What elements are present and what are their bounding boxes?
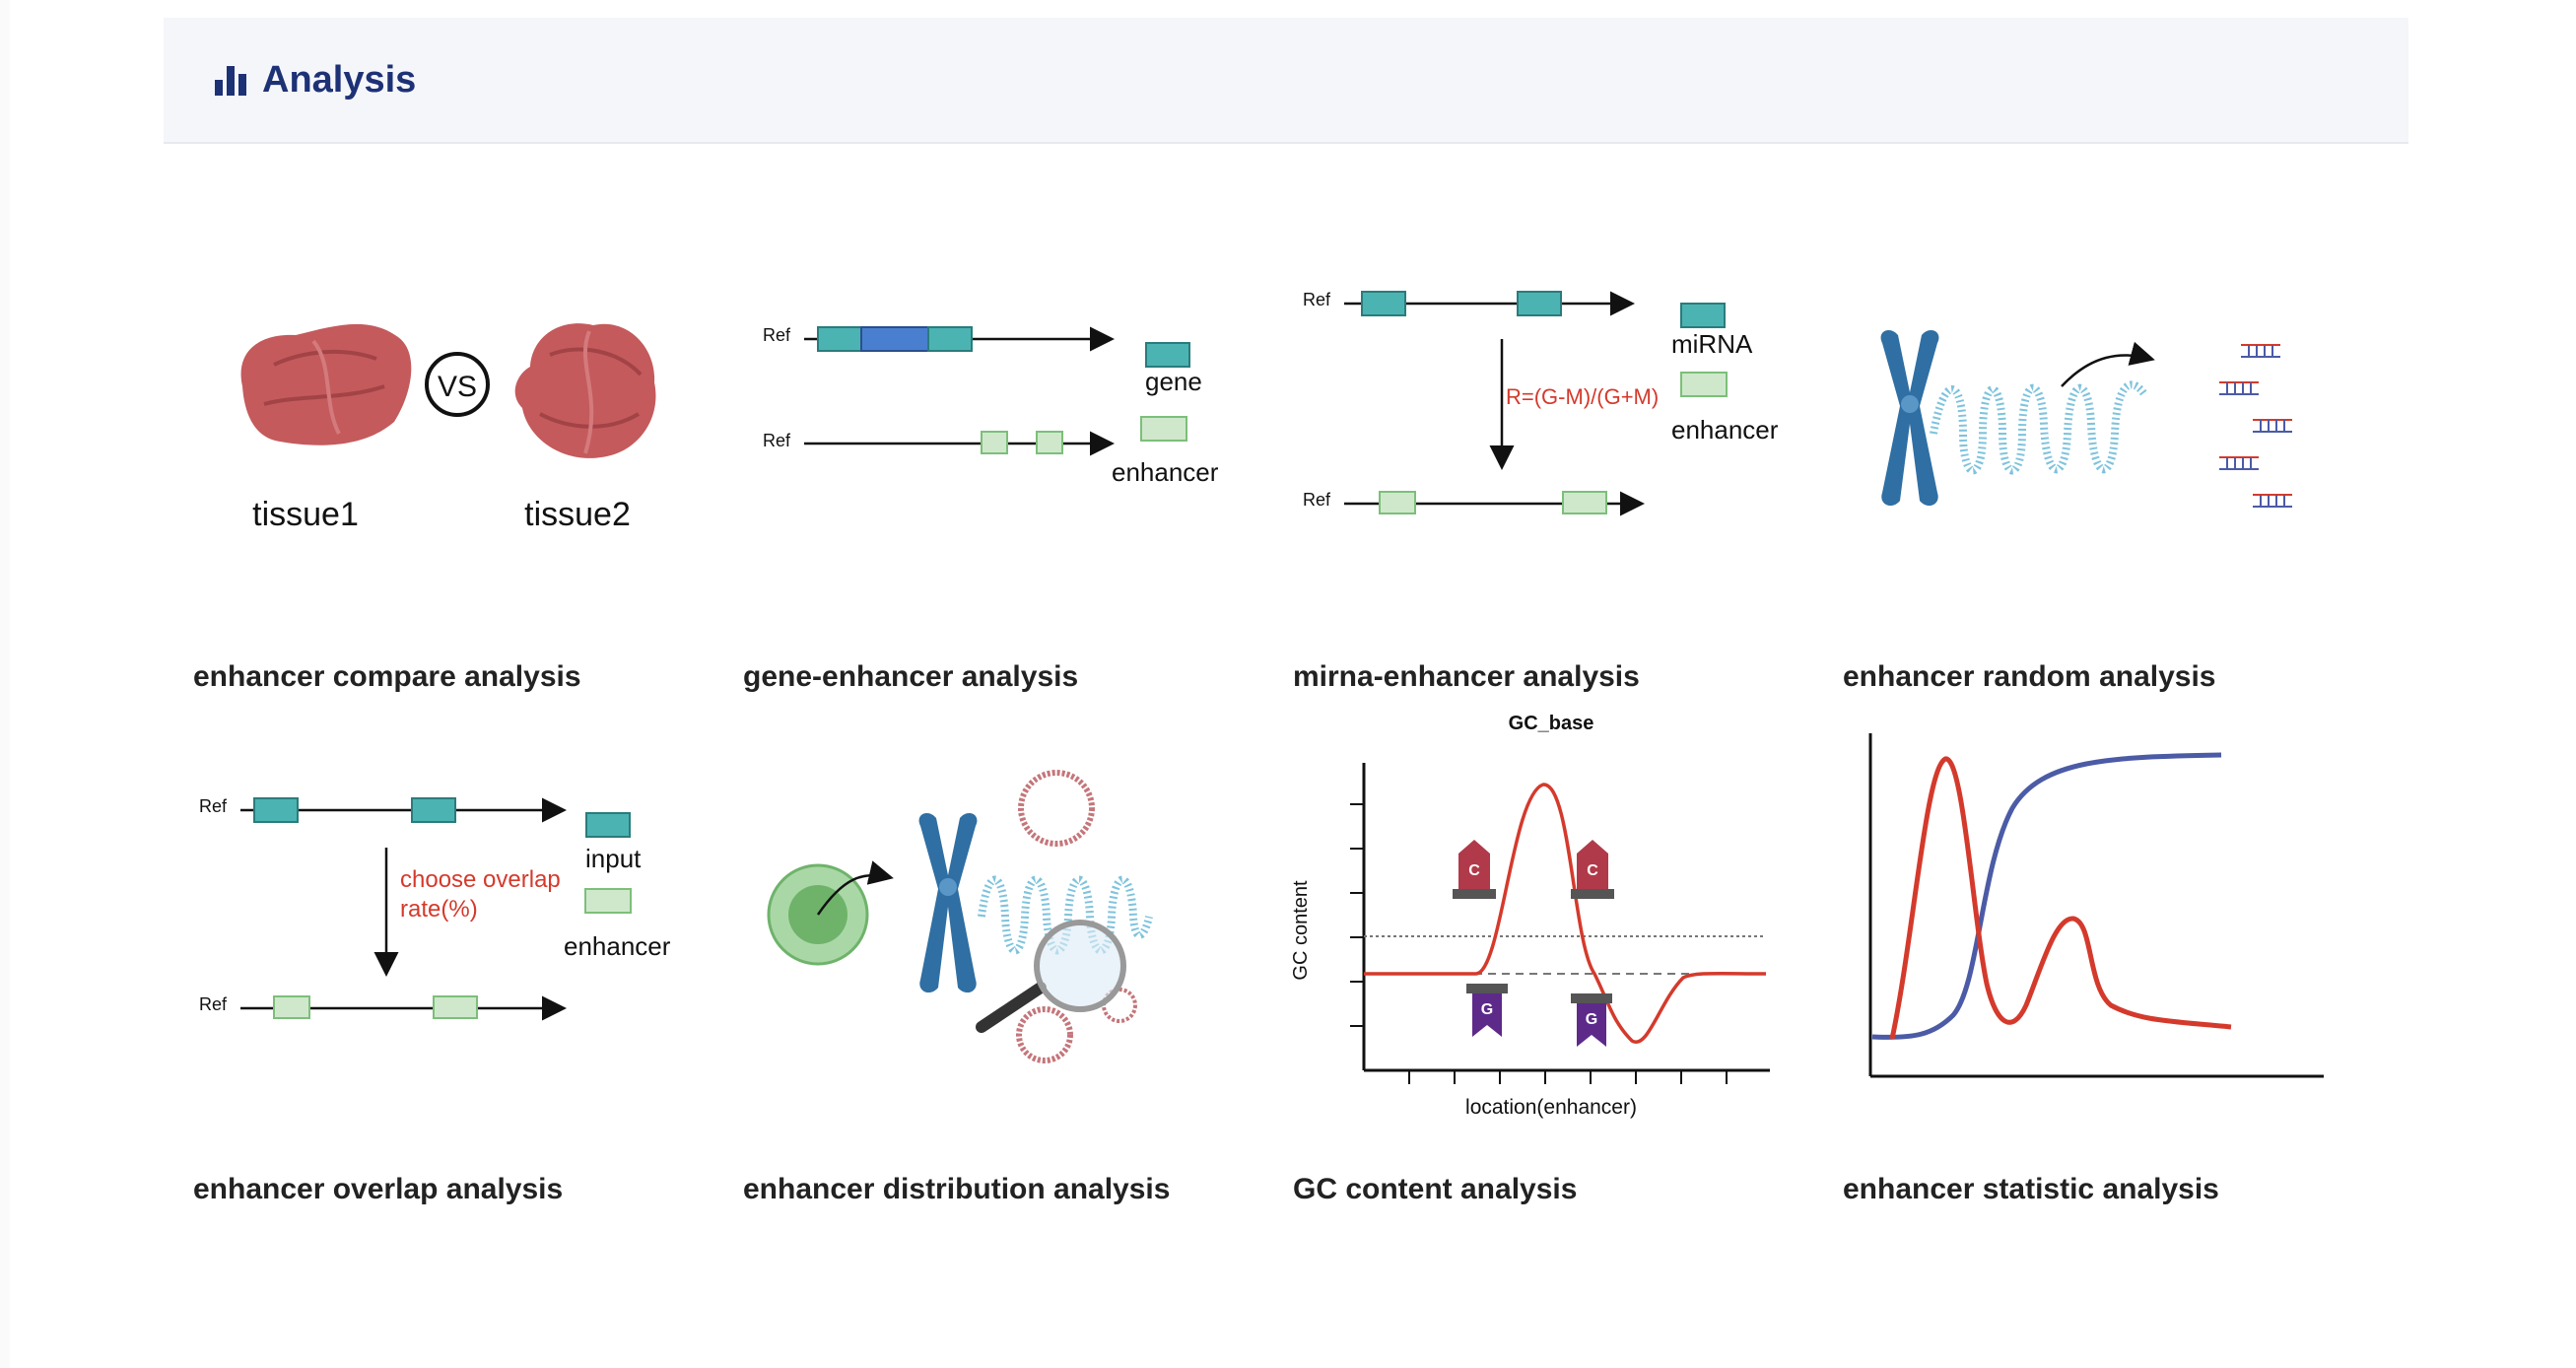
svg-text:enhancer: enhancer <box>564 931 671 961</box>
card-title: enhancer statistic analysis <box>1843 1173 2219 1205</box>
enhancer-fragments-icon <box>2219 344 2292 508</box>
g-nucleotide-icon: G <box>1466 984 1508 1037</box>
tissue-compare-illustration: VS tissue1 tissue2 <box>240 323 656 533</box>
card-title: enhancer distribution analysis <box>743 1173 1171 1205</box>
card-title: enhancer overlap analysis <box>193 1173 564 1205</box>
c-nucleotide-icon: C <box>1453 840 1496 899</box>
input-legend-icon <box>585 812 631 838</box>
mirna-enhancer-illustration: Ref miRNA R=(G-M)/(G+M) enhancer Ref <box>1303 290 1778 516</box>
enhancer-legend-icon <box>1140 416 1187 442</box>
svg-text:G: G <box>1586 1011 1597 1028</box>
gene-enhancer-illustration: Ref gene Ref enhancer <box>763 325 1219 487</box>
mirna-legend-icon <box>1680 303 1726 328</box>
svg-text:Ref: Ref <box>199 994 228 1014</box>
gc-content-chart: GC_base C C <box>1290 713 1770 1119</box>
svg-text:C: C <box>1468 862 1480 879</box>
card-image: Ref miRNA R=(G-M)/(G+M) enhancer Ref <box>1265 256 1778 581</box>
chromosome-icon <box>1880 329 1939 507</box>
chromosome-icon <box>918 812 978 993</box>
enhancer-random-illustration <box>1880 329 2292 508</box>
card-image <box>715 769 1228 1064</box>
svg-text:Ref: Ref <box>199 796 228 816</box>
svg-text:enhancer: enhancer <box>1671 415 1778 445</box>
card-image: Ref input choose overlap rate(%) enhance… <box>166 769 678 1064</box>
red-curve <box>1889 756 2232 1040</box>
panel-title-text: Analysis <box>262 58 417 101</box>
svg-text:location(enhancer): location(enhancer) <box>1465 1096 1637 1119</box>
svg-text:G: G <box>1481 1001 1493 1018</box>
svg-text:enhancer: enhancer <box>1112 457 1219 487</box>
card-image: GC_base C C <box>1265 706 1778 1149</box>
vs-icon: VS <box>425 352 490 417</box>
card-image: Ref gene Ref enhancer <box>715 256 1228 581</box>
svg-text:choose overlap: choose overlap <box>400 866 561 893</box>
enhancer-statistic-chart <box>1868 733 2324 1078</box>
svg-text:R=(G-M)/(G+M): R=(G-M)/(G+M) <box>1506 384 1659 409</box>
svg-text:Ref: Ref <box>1303 490 1331 510</box>
enhancer-distribution-illustration <box>767 770 1153 1063</box>
svg-text:GC content: GC content <box>1290 880 1312 981</box>
svg-text:input: input <box>585 844 642 873</box>
enhancer-legend-icon <box>1680 372 1728 397</box>
enhancer-overlap-illustration: Ref input choose overlap rate(%) enhance… <box>199 796 671 1021</box>
svg-text:GC_base: GC_base <box>1509 713 1594 734</box>
svg-text:C: C <box>1587 862 1598 879</box>
svg-text:tissue1: tissue1 <box>252 496 359 533</box>
panel-title: Analysis <box>213 55 416 104</box>
blue-curve <box>1871 752 2222 1040</box>
g-nucleotide-icon: G <box>1571 993 1612 1047</box>
card-title: enhancer compare analysis <box>193 660 581 693</box>
plasmid-icon <box>1102 988 1137 1023</box>
svg-text:VS: VS <box>438 371 477 403</box>
magnifier-icon <box>976 920 1126 1033</box>
tissue1-icon <box>240 323 412 445</box>
plasmid-icon <box>1018 770 1095 847</box>
dna-strand-icon <box>1930 380 2148 475</box>
gc-curve <box>1364 783 1767 1044</box>
page-left-border <box>0 0 10 1368</box>
plasmid-icon <box>1016 1006 1073 1063</box>
card-image <box>1815 719 2328 1094</box>
svg-text:Ref: Ref <box>763 431 791 450</box>
card-image <box>1815 256 2328 581</box>
card-title: GC content analysis <box>1293 1173 1578 1205</box>
svg-text:gene: gene <box>1145 367 1202 396</box>
svg-text:miRNA: miRNA <box>1671 329 1753 359</box>
tissue2-icon <box>514 323 656 458</box>
svg-text:rate(%): rate(%) <box>400 896 478 923</box>
enhancer-legend-icon <box>584 888 632 914</box>
bar-chart-icon <box>215 66 246 96</box>
card-title: enhancer random analysis <box>1843 660 2216 693</box>
svg-text:Ref: Ref <box>763 325 791 345</box>
svg-text:Ref: Ref <box>1303 290 1331 309</box>
gene-legend-icon <box>1145 342 1190 368</box>
card-title: mirna-enhancer analysis <box>1293 660 1640 693</box>
c-nucleotide-icon: C <box>1571 840 1614 899</box>
svg-text:tissue2: tissue2 <box>524 496 631 533</box>
card-title: gene-enhancer analysis <box>743 660 1079 693</box>
card-image: VS tissue1 tissue2 <box>166 256 678 581</box>
analysis-panel-header: Analysis <box>164 18 2408 144</box>
